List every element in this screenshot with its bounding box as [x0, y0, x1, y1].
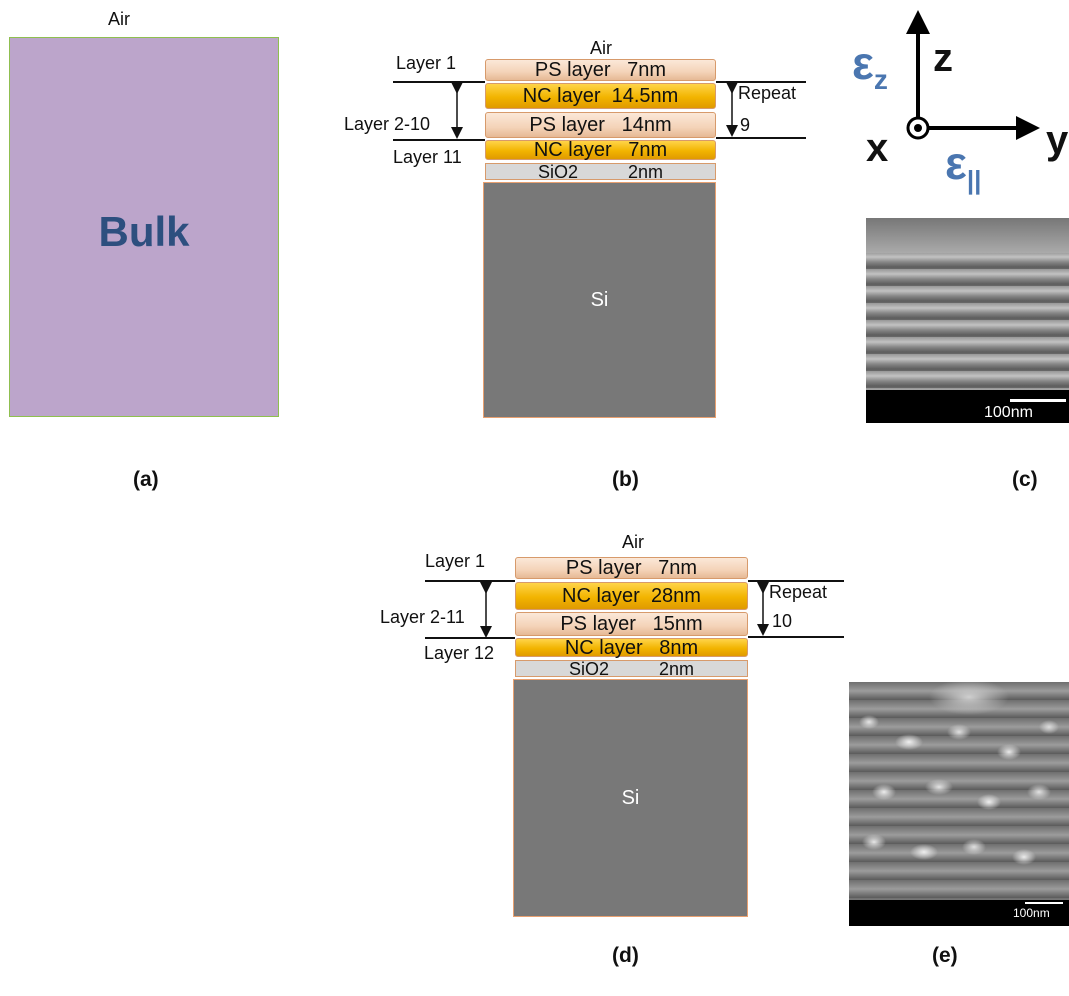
x-axis-label: x [866, 126, 889, 170]
epsilon-z-symbol: εz [852, 40, 888, 103]
panel-d-air-label: Air [622, 532, 644, 552]
panel-b-si-label: Si [590, 288, 609, 311]
panel-c-scale-label: 100nm [984, 404, 1033, 421]
panel-b-ps-mid-layer: PS layer 14nm [485, 112, 716, 138]
panel-d-si-substrate: Si [513, 679, 748, 917]
panel-d-nc-mid-layer: NC layer 28nm [515, 582, 748, 610]
panel-d-ps-top-layer: PS layer 7nm [515, 557, 748, 579]
panel-b-layer-1-label: Layer 1 [396, 53, 457, 73]
axes-diagram [906, 10, 1040, 140]
panel-b-layer-2-10-label: Layer 2-10 [344, 114, 431, 134]
panel-e-sem-bottom [849, 900, 1069, 926]
panel-a-air-label: Air [108, 9, 130, 29]
panel-b-right-top-line [716, 81, 806, 83]
panel-b-repeat-label: Repeat [738, 83, 797, 103]
epsilon-z-subscript: z [873, 64, 888, 96]
panel-d-right-top-line [748, 580, 844, 582]
panel-d-layer-1-label: Layer 1 [425, 551, 486, 571]
panel-b-left-bottom-line [393, 139, 485, 141]
panel-b-nc-bot-layer: NC layer 7nm [485, 140, 716, 160]
panel-b-si-substrate: Si [483, 182, 716, 418]
panel-e-nanocrystal-texture [849, 682, 1069, 902]
panel-d-layer-12-label: Layer 12 [424, 643, 495, 663]
epsilon-z-glyph: ε [852, 37, 874, 89]
epsilon-parallel-symbol: ε|| [945, 140, 981, 203]
panel-c-scale-bar [1010, 399, 1066, 402]
panel-d-left-bottom-line [425, 637, 515, 639]
panel-d-layer-2-11-label: Layer 2-11 [380, 607, 465, 627]
panel-b-repeat-count: 9 [740, 115, 751, 135]
panel-d-caption: (d) [612, 944, 639, 967]
y-axis-label: y [1046, 118, 1069, 162]
panel-b-layer-11-label: Layer 11 [393, 147, 462, 167]
panel-e-scale-label: 100nm [1013, 906, 1050, 920]
panel-a-caption: (a) [133, 468, 159, 491]
panel-d-nc-bot-layer: NC layer 8nm [515, 638, 748, 658]
panel-b-nc-mid-layer: NC layer 14.5nm [485, 83, 716, 109]
panel-d-si-label: Si [621, 786, 640, 809]
panel-b-air-label: Air [590, 38, 612, 58]
panel-d-ps-mid-layer: PS layer 15nm [515, 612, 748, 636]
panel-d-repeat-count: 10 [772, 611, 793, 631]
panel-b-left-top-line [393, 81, 485, 83]
panel-b-sio2-layer: SiO2 2nm [485, 162, 716, 182]
panel-c-sem-top [866, 218, 1069, 253]
panel-d-repeat-label: Repeat [769, 582, 828, 602]
panel-b-right-bottom-line [716, 137, 806, 139]
panel-c-sem-image: 100nm [866, 218, 1069, 423]
panel-b-ps-top-layer: PS layer 7nm [485, 59, 716, 81]
panel-c-sem-bottom [866, 390, 1069, 423]
panel-c-caption: (c) [1012, 468, 1038, 491]
panel-e-scale-bar [1025, 902, 1063, 904]
epsilon-parallel-glyph: ε [945, 137, 967, 189]
panel-d-sio2-layer: SiO2 2nm [515, 659, 748, 679]
z-axis-label: z [933, 36, 953, 80]
panel-d-right-bottom-line [748, 636, 844, 638]
panel-d-left-top-line [425, 580, 515, 582]
panel-e-sem-image: 100nm [849, 682, 1069, 926]
bulk-region: Bulk [9, 37, 279, 417]
x-axis-dot-icon [914, 124, 922, 132]
epsilon-parallel-subscript: || [966, 165, 982, 196]
bulk-label: Bulk [98, 208, 190, 255]
panel-b-caption: (b) [612, 468, 639, 491]
panel-e-caption: (e) [932, 944, 958, 967]
